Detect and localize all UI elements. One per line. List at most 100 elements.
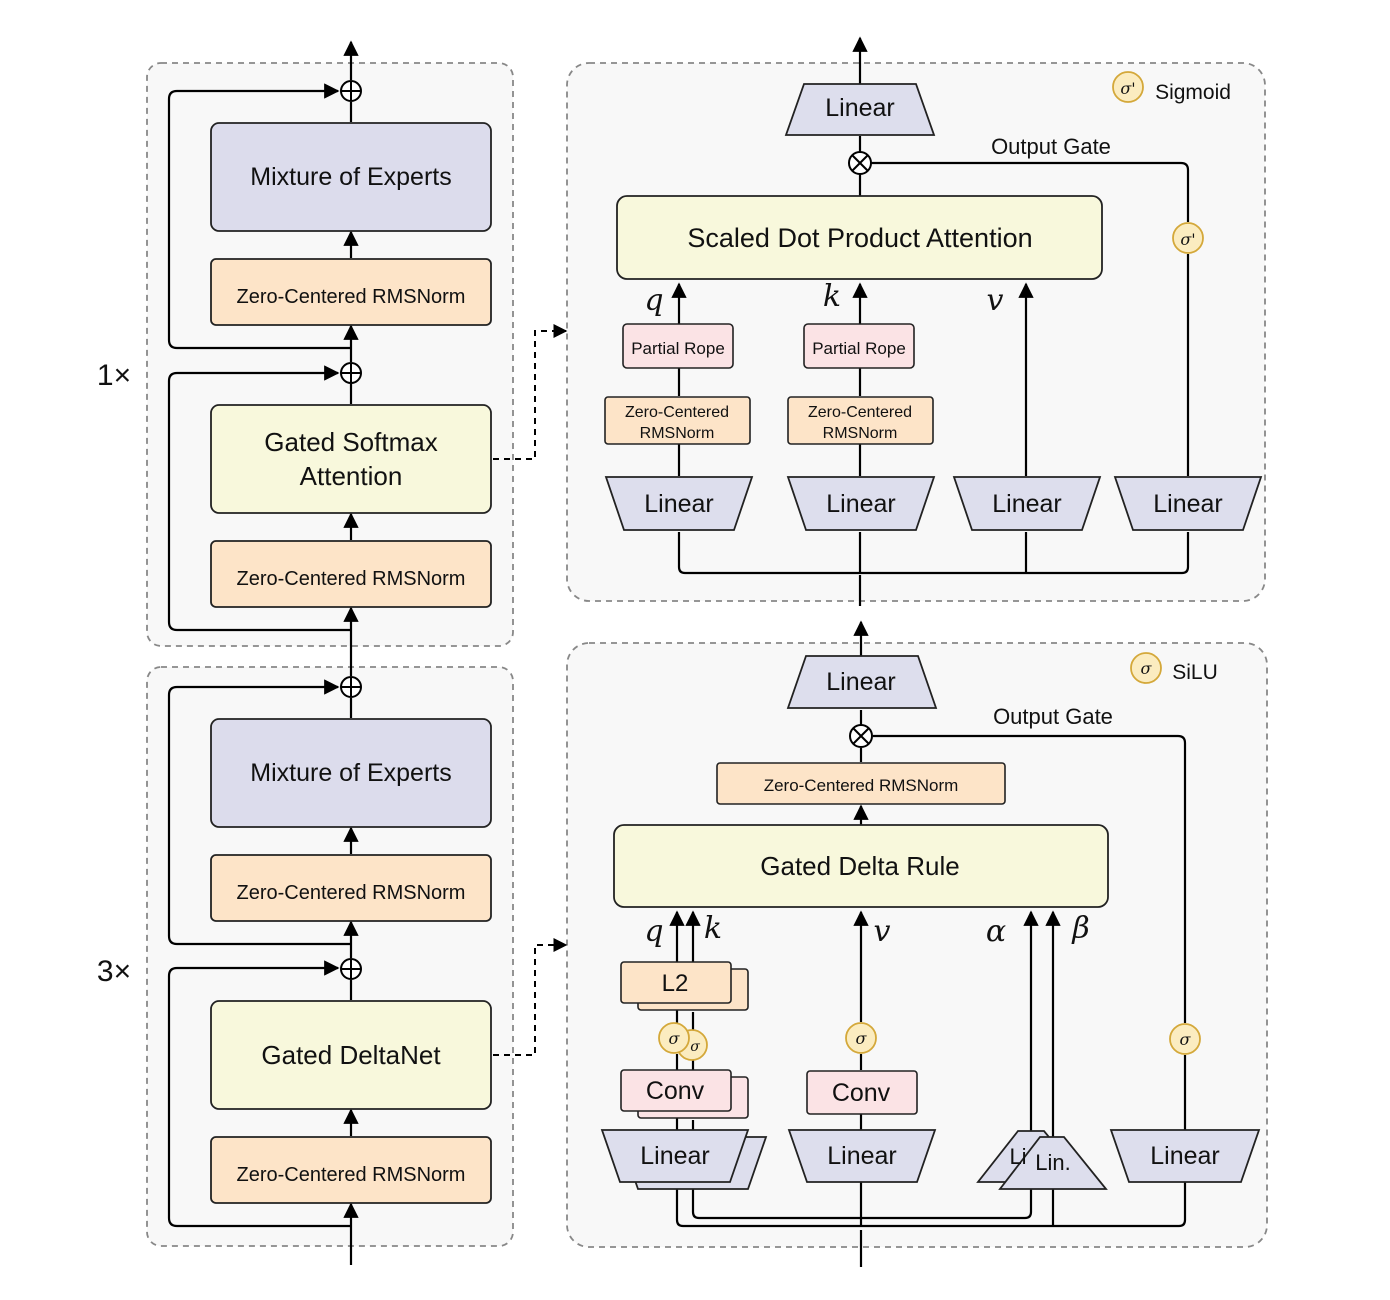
- repeat-label-3x: 3×: [97, 955, 131, 988]
- deltanet-output-gate-label: Output Gate: [993, 704, 1113, 729]
- add-icon: [340, 362, 362, 384]
- moe-box-bottom: [210, 718, 492, 828]
- lin-beta-label: Lin.: [1035, 1150, 1070, 1175]
- linear-v-deltanet: [787, 1129, 937, 1183]
- norm-label-top-1: Zero-Centered RMSNorm: [237, 286, 466, 308]
- l2-label: L2: [662, 970, 689, 997]
- conv-v-label: Conv: [832, 1079, 891, 1107]
- sdpa-box: [616, 195, 1103, 280]
- norm-box-bottom-2: [210, 1136, 492, 1204]
- silu-legend-label: SiLU: [1172, 661, 1218, 684]
- norm-k-line1: Zero-Centered: [808, 404, 912, 421]
- gated-softmax-attention-box: [210, 404, 492, 514]
- conv-qk-label: Conv: [646, 1077, 705, 1105]
- delta-v-label: v: [874, 914, 891, 949]
- conv-v-box: [806, 1070, 918, 1115]
- gated-deltanet-box: [210, 1000, 492, 1110]
- lin-beta: [998, 1136, 1108, 1190]
- silu-v-symbol: σ: [856, 1029, 868, 1048]
- silu-v-icon: [845, 1022, 877, 1054]
- lin-alpha-label: Li: [1009, 1144, 1026, 1169]
- linear-v: [952, 476, 1102, 531]
- linear-v-deltanet-label: Linear: [827, 1142, 897, 1170]
- norm-q-line2: RMSNorm: [640, 425, 715, 442]
- l2-box-front: [620, 961, 732, 1004]
- linear-gate-deltanet: [1109, 1129, 1261, 1183]
- repeat-label-1x: 1×: [97, 359, 131, 392]
- attention-out-linear: [784, 83, 936, 136]
- moe-box-top: [210, 122, 492, 232]
- linear-qk-label: Linear: [640, 1142, 710, 1170]
- norm-box-k: [787, 396, 934, 445]
- linear-qk-front: [600, 1129, 750, 1183]
- left-connections: [167, 40, 359, 1265]
- attention-connections: [671, 36, 1190, 606]
- silu-qk-front-symbol: σ: [669, 1029, 681, 1048]
- delta-k-label: k: [704, 911, 722, 946]
- gated-delta-rule-box: [613, 824, 1109, 908]
- add-icon: [340, 80, 362, 102]
- add-icon: [340, 958, 362, 980]
- deltanet-out-linear: [786, 655, 938, 709]
- sigmoid-legend-symbol: σ': [1120, 79, 1135, 98]
- norm-k-line2: RMSNorm: [823, 425, 898, 442]
- multiply-icon: [849, 724, 873, 748]
- deltanet-norm-label: Zero-Centered RMSNorm: [764, 776, 959, 795]
- linear-gate: [1113, 476, 1263, 531]
- linear-k: [786, 476, 936, 531]
- silu-qk-back-symbol: σ: [690, 1039, 700, 1055]
- norm-label-bottom-2: Zero-Centered RMSNorm: [237, 1164, 466, 1186]
- norm-q-line1: Zero-Centered: [625, 404, 729, 421]
- deltanet-out-linear-label: Linear: [826, 668, 896, 696]
- alpha-label: α: [986, 914, 1006, 949]
- attention-label-line1: Gated Softmax: [264, 427, 437, 457]
- silu-legend-symbol: σ: [1141, 659, 1153, 678]
- deltanet-connections: [669, 620, 1187, 1267]
- norm-box-top-1: [210, 258, 492, 326]
- sigmoid-gate-icon: [1172, 222, 1204, 254]
- linear-q: [604, 476, 754, 531]
- rope-box-q: [622, 323, 734, 369]
- deltanet-label: Gated DeltaNet: [261, 1040, 441, 1070]
- rope-k-label: Partial Rope: [812, 339, 906, 358]
- expand-connectors: [493, 324, 568, 1056]
- norm-box-top-2: [210, 540, 492, 608]
- sdpa-label: Scaled Dot Product Attention: [687, 223, 1032, 253]
- silu-qk-front-icon: [658, 1022, 690, 1054]
- sigmoid-gate-symbol: σ': [1180, 230, 1195, 249]
- sigmoid-legend-label: Sigmoid: [1155, 81, 1231, 104]
- linear-gate-deltanet-label: Linear: [1150, 1142, 1220, 1170]
- rope-box-k: [803, 323, 915, 369]
- rope-q-label: Partial Rope: [631, 339, 725, 358]
- linear-gate-label: Linear: [1153, 490, 1223, 518]
- conv-qk-front: [620, 1069, 732, 1112]
- left-add-circles: [340, 80, 362, 980]
- norm-box-bottom-1: [210, 854, 492, 922]
- silu-legend-icon: [1130, 652, 1162, 684]
- moe-label-top: Mixture of Experts: [250, 163, 451, 191]
- sigmoid-legend-icon: [1112, 71, 1144, 103]
- norm-box-q: [604, 396, 751, 445]
- linear-q-label: Linear: [644, 490, 714, 518]
- delta-q-label: q: [644, 914, 663, 949]
- linear-k-label: Linear: [826, 490, 896, 518]
- v-label: v: [987, 283, 1004, 318]
- attention-label-line2: Attention: [300, 461, 403, 491]
- moe-label-bottom: Mixture of Experts: [250, 759, 451, 787]
- norm-label-bottom-1: Zero-Centered RMSNorm: [237, 882, 466, 904]
- attention-output-gate-label: Output Gate: [991, 134, 1111, 159]
- silu-gate-symbol: σ: [1180, 1030, 1192, 1049]
- attention-out-linear-label: Linear: [825, 94, 895, 122]
- q-label: q: [644, 283, 663, 318]
- k-label: k: [823, 279, 841, 314]
- beta-label: β: [1071, 911, 1089, 946]
- add-icon: [340, 676, 362, 698]
- linear-v-label: Linear: [992, 490, 1062, 518]
- gated-delta-rule-label: Gated Delta Rule: [760, 851, 959, 881]
- silu-gate-icon: [1169, 1023, 1201, 1055]
- multiply-icon: [848, 151, 872, 175]
- deltanet-norm-box: [716, 762, 1006, 805]
- norm-label-top-2: Zero-Centered RMSNorm: [237, 568, 466, 590]
